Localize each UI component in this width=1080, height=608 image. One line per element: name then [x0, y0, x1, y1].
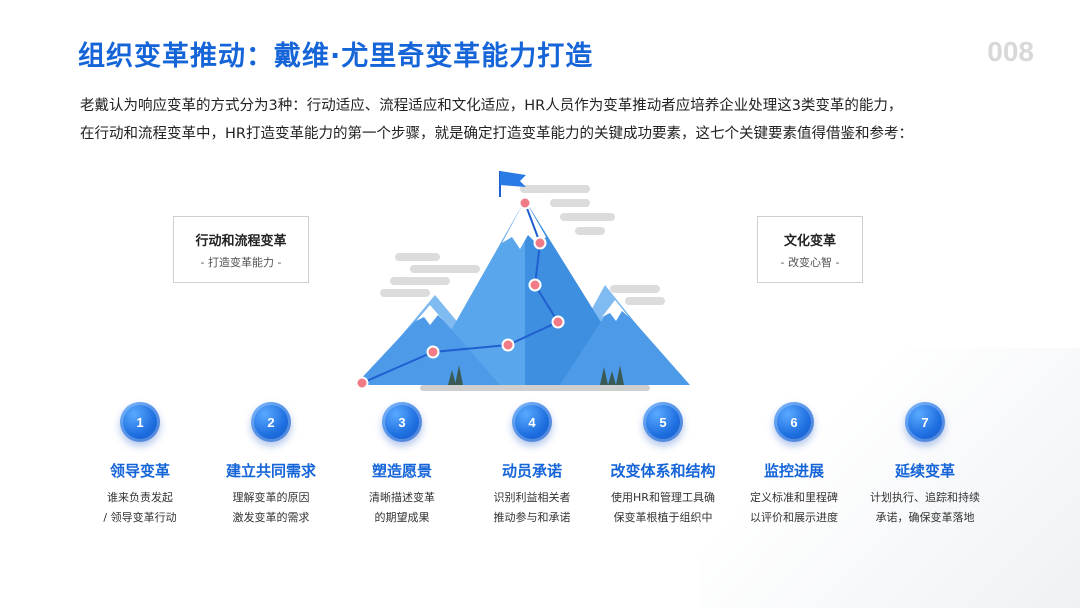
path-node	[518, 196, 532, 210]
action-process-change-subtitle: - 打造变革能力 -	[200, 255, 282, 269]
step-number-badge: 4	[512, 402, 552, 442]
mountain-front-right	[560, 300, 690, 385]
step-6: 6 监控进展 定义标准和里程碑 以评价和展示进度	[729, 402, 859, 528]
step-2: 2 建立共同需求 理解变革的原因 激发变革的需求	[206, 402, 336, 528]
step-4: 4 动员承诺 识别利益相关者 推动参与和承诺	[467, 402, 597, 528]
step-title: 塑造愿景	[371, 462, 432, 480]
step-description: 计划执行、追踪和持续 承诺，确保变革落地	[870, 491, 980, 524]
step-1: 1 领导变革 谁来负责发起 / 领导变革行动	[75, 402, 205, 528]
intro-line-1: 老戴认为响应变革的方式分为3种：行动适应、流程适应和文化适应，HR人员作为变革推…	[80, 98, 903, 114]
path-node	[533, 236, 547, 250]
cloud-strips	[380, 185, 665, 305]
step-title: 建立共同需求	[225, 462, 316, 480]
step-title: 领导变革	[109, 462, 170, 480]
flag-icon	[500, 171, 526, 187]
step-number-badge: 5	[643, 402, 683, 442]
path-node	[528, 278, 542, 292]
step-number-badge: 2	[251, 402, 291, 442]
step-description: 谁来负责发起 / 领导变革行动	[103, 491, 177, 524]
page-number: 008	[987, 36, 1034, 67]
mountain-illustration	[355, 171, 690, 391]
snow-cap-right	[602, 300, 629, 321]
action-process-change-box: 行动和流程变革 - 打造变革能力 -	[173, 216, 309, 283]
seven-steps-row: 1 领导变革 谁来负责发起 / 领导变革行动 2 建立共同需求 理解变革的原因 …	[75, 402, 990, 532]
step-number-badge: 6	[774, 402, 814, 442]
step-7: 7 延续变革 计划执行、追踪和持续 承诺，确保变革落地	[860, 402, 990, 528]
intro-line-2: 在行动和流程变革中，HR打造变革能力的第一个步骤，就是确定打造变革能力的关键成功…	[80, 126, 913, 142]
trees	[448, 365, 624, 385]
slide-title: 组织变革推动：戴维·尤里奇变革能力打造	[78, 41, 594, 72]
step-description: 理解变革的原因 激发变革的需求	[232, 491, 310, 524]
culture-change-box: 文化变革 - 改变心智 -	[757, 216, 863, 283]
mountain-front-left	[355, 305, 500, 385]
step-number-badge: 3	[382, 402, 422, 442]
snow-cap-left	[416, 305, 444, 325]
action-process-change-title: 行动和流程变革	[195, 233, 287, 249]
culture-change-title: 文化变革	[783, 233, 836, 249]
step-3: 3 塑造愿景 清晰描述变革 的期望成果	[337, 402, 467, 528]
path-node	[501, 338, 515, 352]
step-description: 使用HR和管理工具确 保变革根植于组织中	[611, 491, 715, 524]
path-node	[355, 376, 369, 390]
step-description: 清晰描述变革 的期望成果	[369, 491, 435, 524]
step-number-badge: 7	[905, 402, 945, 442]
snow-cap-main	[502, 200, 546, 249]
step-5: 5 改变体系和结构 使用HR和管理工具确 保变革根植于组织中	[598, 402, 728, 528]
step-description: 定义标准和里程碑 以评价和展示进度	[750, 491, 838, 524]
step-number-badge: 1	[120, 402, 160, 442]
step-title: 监控进展	[763, 462, 824, 480]
intro-text: 老戴认为响应变革的方式分为3种：行动适应、流程适应和文化适应，HR人员作为变革推…	[80, 92, 1020, 148]
step-title: 改变体系和结构	[610, 462, 716, 480]
step-description: 识别利益相关者 推动参与和承诺	[493, 491, 571, 524]
path-nodes	[355, 196, 565, 390]
culture-change-subtitle: - 改变心智 -	[780, 255, 840, 269]
path-node	[551, 315, 565, 329]
ground-strip	[420, 385, 650, 391]
step-title: 动员承诺	[501, 462, 562, 480]
path-node	[426, 345, 440, 359]
step-title: 延续变革	[894, 462, 955, 480]
